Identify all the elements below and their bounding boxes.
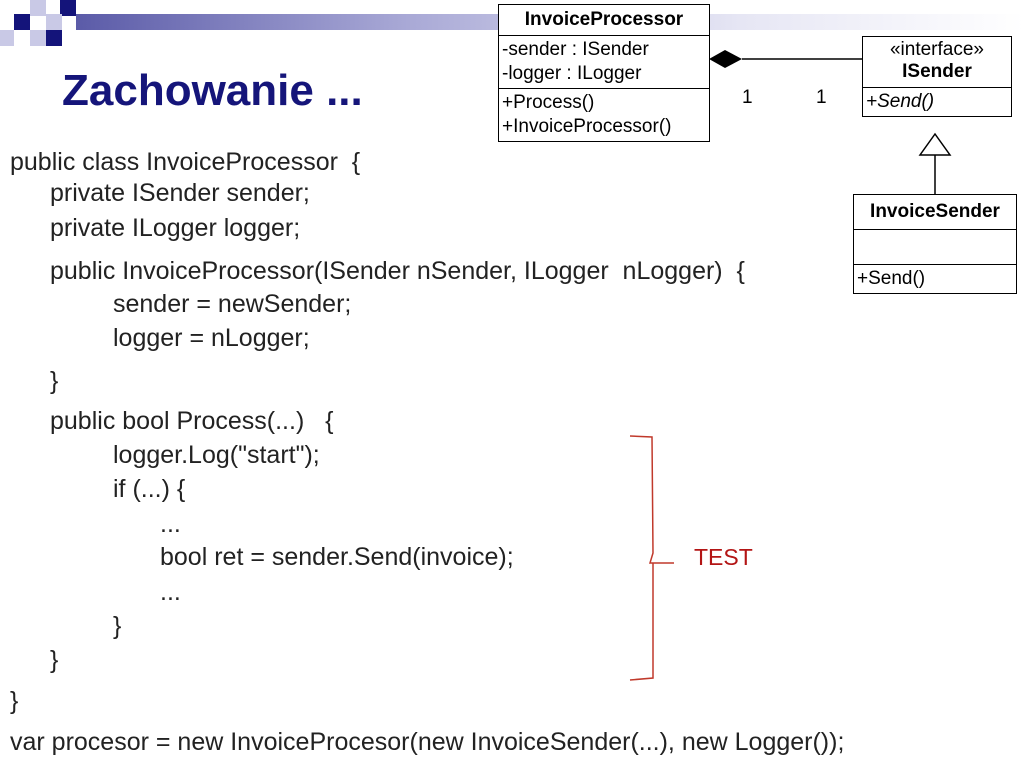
- slide-title: Zachowanie ...: [62, 66, 363, 115]
- interface-name: ISender: [902, 61, 972, 82]
- composition-diamond: [709, 50, 742, 68]
- multiplicity-right: 1: [816, 87, 827, 108]
- decor-square: [46, 30, 62, 46]
- code-line: public InvoiceProcessor(ISender nSender,…: [50, 257, 745, 285]
- interface-operation: +Send(): [866, 91, 935, 112]
- class-attribute: -sender : ISender: [502, 39, 649, 60]
- uml-class-invoice-processor: InvoiceProcessor -sender : ISender -logg…: [498, 4, 710, 142]
- code-line: public bool Process(...) {: [50, 407, 334, 435]
- code-line: if (...) {: [113, 475, 186, 503]
- multiplicity-left: 1: [742, 87, 753, 108]
- code-line: sender = newSender;: [113, 290, 352, 318]
- class-operations: +Process() +InvoiceProcessor(): [499, 88, 709, 141]
- code-line: ...: [160, 578, 181, 606]
- decor-square: [46, 14, 62, 30]
- code-line: private ISender sender;: [50, 179, 310, 207]
- decor-square: [0, 30, 14, 46]
- decor-square: [14, 14, 30, 30]
- interface-operations: +Send(): [863, 87, 1011, 116]
- class-attribute: -logger : ILogger: [502, 63, 642, 84]
- class-attributes: [854, 229, 1016, 264]
- decor-square: [60, 0, 76, 16]
- interface-stereotype: «interface»: [889, 39, 984, 60]
- code-line: ...: [160, 510, 181, 538]
- decor-square: [30, 30, 46, 46]
- class-operations: +Send(): [854, 264, 1016, 293]
- generalization-triangle: [918, 132, 952, 156]
- class-operation: +InvoiceProcessor(): [502, 116, 672, 137]
- code-line: logger.Log("start");: [113, 441, 320, 469]
- test-label: TEST: [694, 544, 753, 570]
- class-name: InvoiceSender: [870, 201, 1000, 222]
- uml-interface-isender: «interface» ISender +Send(): [862, 36, 1012, 117]
- code-line: public class InvoiceProcessor {: [10, 148, 361, 176]
- class-name: InvoiceProcessor: [524, 9, 684, 30]
- code-line: }: [113, 612, 122, 640]
- code-line: private ILogger logger;: [50, 214, 301, 242]
- code-line: }: [50, 367, 59, 395]
- class-operation: +Send(): [857, 268, 926, 289]
- code-line: logger = nLogger;: [113, 324, 310, 352]
- class-attributes: -sender : ISender -logger : ILogger: [499, 35, 709, 88]
- code-line: }: [10, 687, 19, 715]
- class-operation: +Process(): [502, 92, 595, 113]
- code-line: var procesor = new InvoiceProcesor(new I…: [10, 728, 845, 756]
- uml-class-invoice-sender: InvoiceSender +Send(): [853, 194, 1017, 294]
- test-brace: [629, 435, 674, 681]
- code-line: }: [50, 646, 59, 674]
- decor-square: [30, 0, 46, 16]
- code-line: bool ret = sender.Send(invoice);: [160, 543, 514, 571]
